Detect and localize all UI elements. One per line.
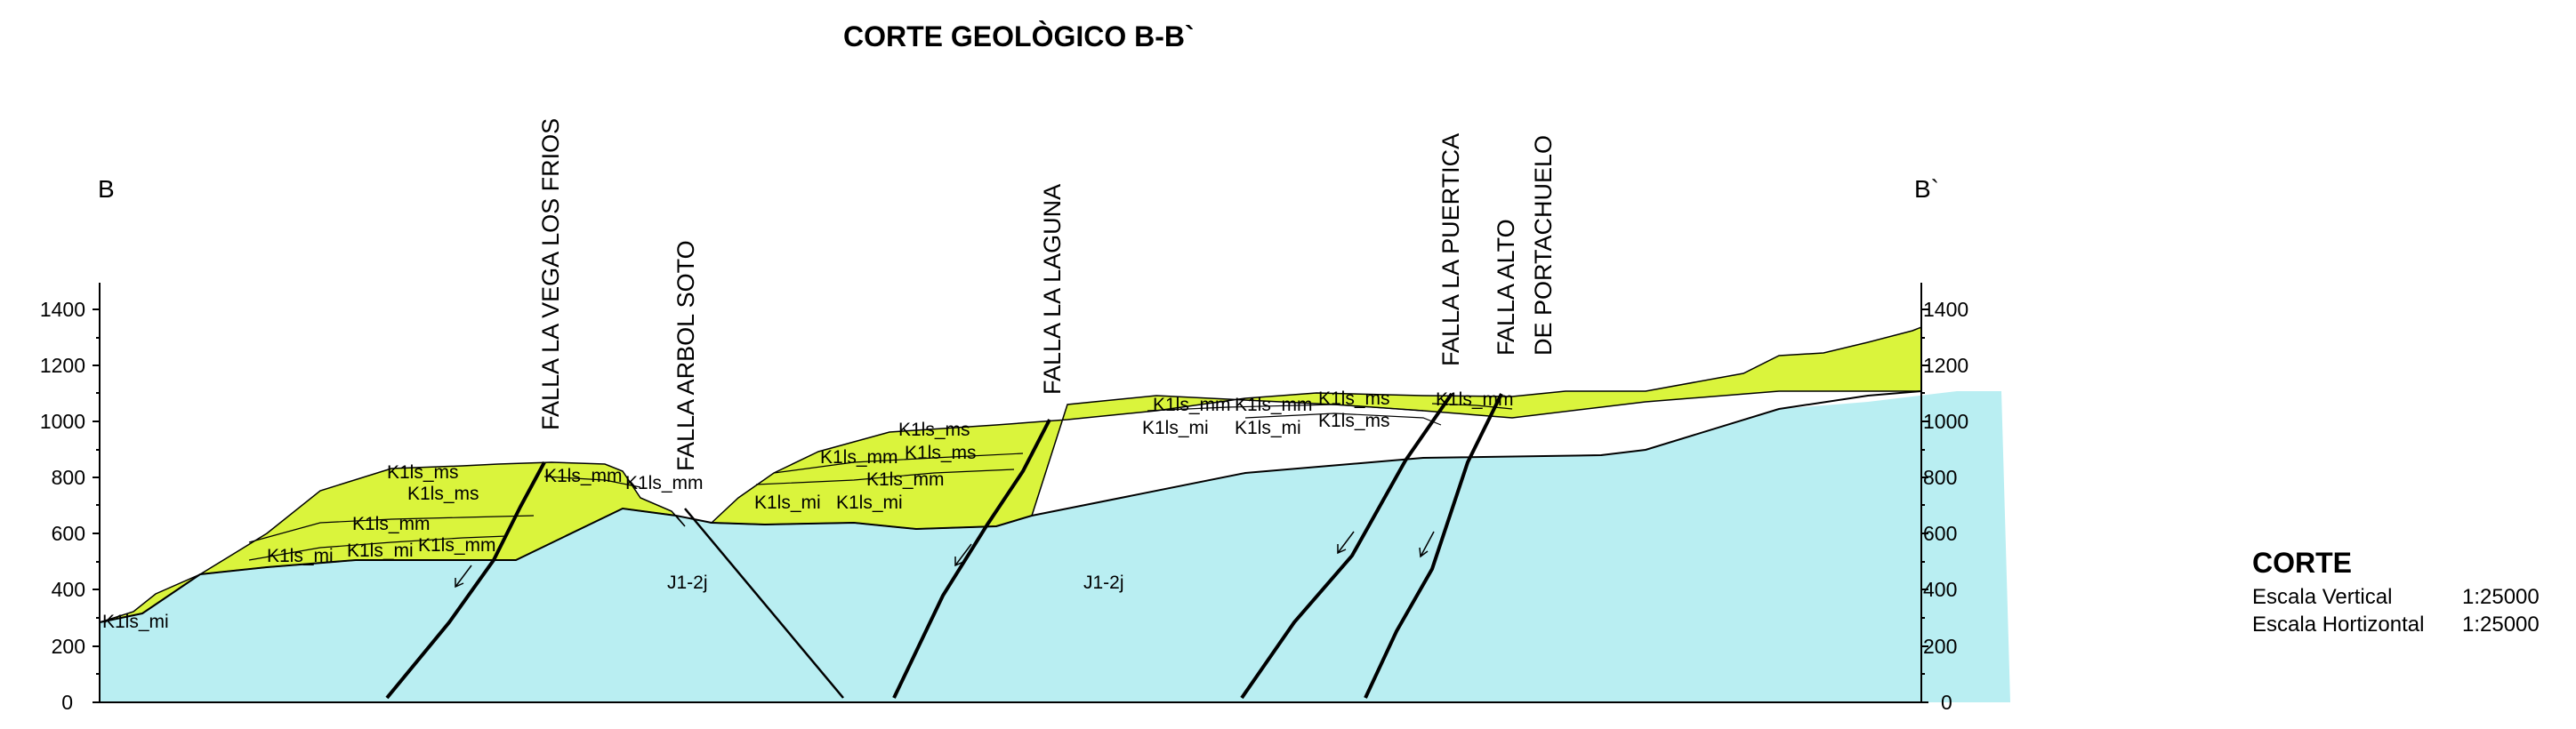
unit-label-mm: K1ls_mm	[1436, 389, 1514, 410]
contact-laguna-east-1	[1147, 404, 1424, 412]
right-axis-ticks	[1921, 308, 1928, 703]
unit-label-mm: K1ls_mm	[418, 535, 496, 556]
unit-label-mi: K1ls_mi	[1142, 418, 1209, 438]
contact-ms-mm-west	[248, 515, 535, 543]
unit-label-ms: K1ls_ms	[407, 484, 479, 504]
right-tick-label: 1000	[1923, 410, 1968, 433]
unit-label-mm: K1ls_mm	[820, 447, 898, 468]
unit-label-mi: K1ls_mi	[754, 493, 821, 513]
fault-la-puertica	[1240, 392, 1453, 700]
fault-label-laguna: FALLA LA LAGUNA	[1039, 184, 1066, 395]
unit-label-jurassic: J1-2j	[667, 573, 708, 593]
legend-horizontal-value: 1:25000	[2462, 613, 2540, 637]
jurassic-unit	[100, 391, 2010, 702]
contact-mm-west-2	[543, 476, 641, 488]
movement-arrow	[455, 565, 472, 589]
section-title: CORTE GEOLÒGICO B-B`	[843, 20, 1195, 52]
movement-arrow	[954, 543, 972, 567]
fault-label-alto-line2: DE PORTACHUELO	[1530, 135, 1557, 356]
unit-label-ms: K1ls_ms	[1318, 389, 1390, 409]
unit-label-mm: K1ls_mm	[1153, 395, 1231, 415]
section-end-right: B`	[1914, 175, 1939, 203]
left-tick-label: 800	[52, 466, 85, 489]
cretaceous-cover-east	[710, 325, 1922, 530]
fault-label-alto-line1: FALLA ALTO	[1493, 219, 1519, 356]
unit-label-mm: K1ls_mm	[866, 469, 945, 490]
unit-label-ms: K1ls_ms	[898, 420, 970, 440]
legend-vertical-value: 1:25000	[2462, 585, 2540, 609]
left-tick-label: 1400	[40, 298, 85, 321]
section-end-left: B	[98, 175, 115, 203]
left-tick-label: 1000	[40, 410, 85, 433]
unit-label-mm: K1ls_mm	[544, 466, 623, 486]
unit-label-ms: K1ls_ms	[905, 443, 977, 463]
right-tick-label: 0	[1941, 691, 1952, 714]
right-tick-label: 1200	[1923, 354, 1968, 377]
unit-label-mi: K1ls_mi	[102, 612, 169, 632]
fault-label-vega: FALLA LA VEGA LOS FRIOS	[537, 118, 564, 430]
contact-ms-mm-east	[773, 453, 1024, 474]
movement-arrow	[1419, 531, 1435, 558]
unit-label-ms: K1ls_ms	[1318, 411, 1390, 431]
right-tick-label: 600	[1923, 522, 1957, 545]
legend-heading: CORTE	[2252, 547, 2352, 579]
contact-mm-mi-east	[755, 469, 1015, 485]
right-tick-label: 400	[1923, 578, 1957, 601]
unit-label-mi: K1ls_mi	[1235, 418, 1301, 438]
right-tick-label: 800	[1923, 466, 1957, 489]
movement-arrow	[1337, 531, 1355, 555]
fault-la-laguna	[892, 419, 1051, 699]
unit-label-mm: K1ls_mm	[352, 514, 431, 534]
left-axis-ticks	[93, 308, 100, 703]
fault-vega-los-frios	[385, 461, 546, 700]
fault-alto-portachuelo	[1364, 393, 1503, 699]
left-tick-label: 1200	[40, 354, 85, 377]
unit-label-mi: K1ls_mi	[836, 493, 903, 513]
right-tick-label: 200	[1923, 635, 1957, 658]
cover-base-contact	[99, 390, 1922, 623]
contact-mm-mi-west	[248, 535, 508, 561]
fault-label-arbol: FALLA ARBOL SOTO	[672, 240, 699, 471]
legend-vertical-label: Escala Vertical	[2252, 585, 2392, 609]
unit-label-mm: K1ls_mm	[625, 473, 704, 493]
left-tick-label: 0	[61, 691, 73, 714]
left-tick-label: 400	[52, 578, 85, 601]
unit-label-mi: K1ls_mi	[347, 541, 414, 561]
fault-label-puertica: FALLA LA PUERTICA	[1437, 133, 1464, 366]
unit-label-jurassic: J1-2j	[1083, 573, 1124, 593]
left-tick-label: 200	[52, 635, 85, 658]
unit-label-ms: K1ls_ms	[387, 462, 459, 483]
left-tick-label: 600	[52, 522, 85, 545]
unit-label-mm: K1ls_mm	[1235, 395, 1313, 415]
right-tick-label: 1400	[1923, 298, 1968, 321]
scale-legend: CORTE Escala Vertical 1:25000 Escala Hor…	[2252, 547, 2540, 637]
contact-puertica-block	[1431, 403, 1513, 410]
legend-horizontal-label: Escala Hortizontal	[2252, 613, 2424, 637]
fault-arbol-soto	[684, 508, 844, 699]
unit-label-mi: K1ls_mi	[267, 546, 334, 566]
